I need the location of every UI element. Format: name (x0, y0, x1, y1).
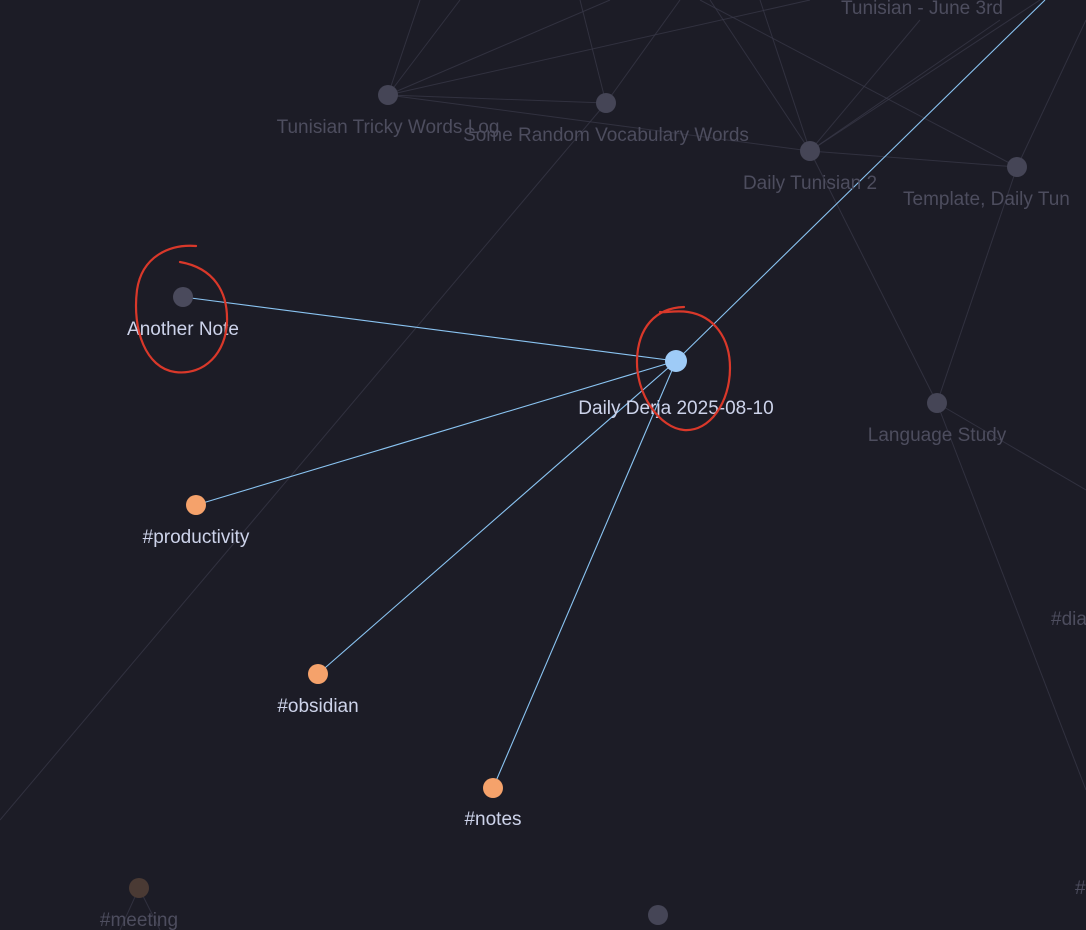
node-meeting[interactable] (129, 878, 149, 898)
node-another-note[interactable] (173, 287, 193, 307)
label-dia: #dia (1051, 609, 1086, 630)
node-notes[interactable] (483, 778, 503, 798)
annotation-circle-daily-derja (635, 305, 732, 432)
node-unlabeled-bottom[interactable] (648, 905, 668, 925)
label-meeting: #meeting (100, 910, 178, 930)
node-daily-derja[interactable] (665, 350, 687, 372)
label-hash-edge: # (1075, 878, 1086, 899)
label-obsidian: #obsidian (277, 696, 358, 717)
label-tunisian-june: Tunisian - June 3rd (841, 0, 1003, 19)
label-daily-tunisian-2: Daily Tunisian 2 (743, 173, 877, 194)
node-language-study[interactable] (927, 393, 947, 413)
label-notes: #notes (464, 809, 521, 830)
active-edges (182, 0, 1046, 789)
node-template-daily[interactable] (1007, 157, 1027, 177)
node-productivity[interactable] (186, 495, 206, 515)
node-random-vocabulary[interactable] (596, 93, 616, 113)
label-productivity: #productivity (143, 527, 250, 548)
label-template-daily: Template, Daily Tun (903, 189, 1070, 210)
label-language-study: Language Study (868, 425, 1007, 446)
annotation-circle-another-note (135, 244, 229, 374)
label-daily-derja: Daily Derja 2025-08-10 (578, 398, 773, 419)
label-another-note: Another Note (127, 319, 239, 340)
node-daily-tunisian-2[interactable] (800, 141, 820, 161)
label-tunisian-tricky-words: Tunisian Tricky Words Log (277, 117, 500, 138)
node-obsidian[interactable] (308, 664, 328, 684)
node-tunisian-tricky-words[interactable] (378, 85, 398, 105)
label-random-vocabulary: Some Random Vocabulary Words (463, 125, 749, 146)
